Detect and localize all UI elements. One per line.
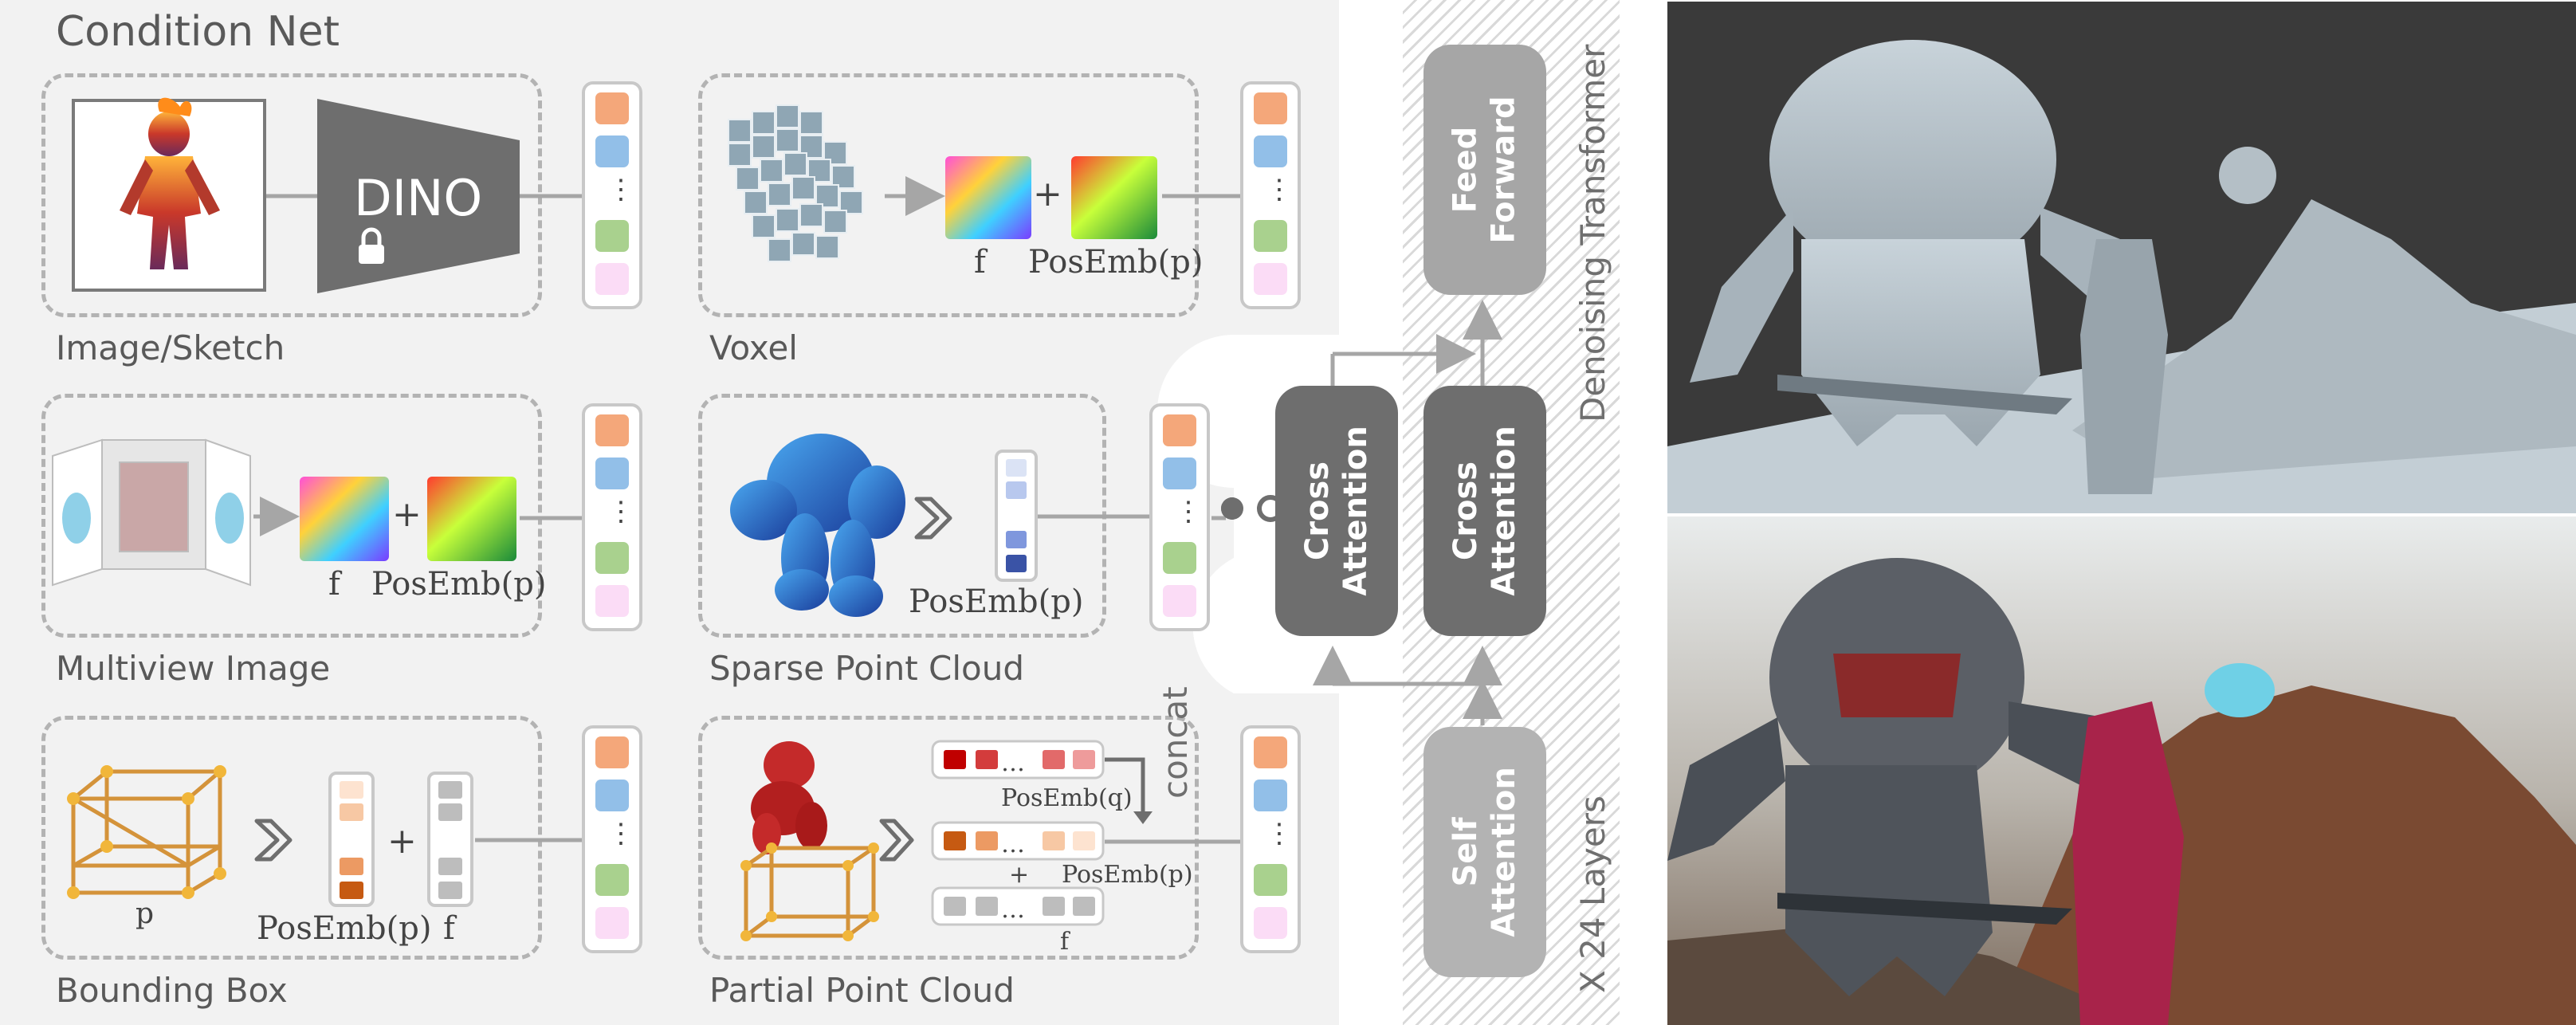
module-label-partial-point-cloud: Partial Point Cloud xyxy=(709,971,1015,1010)
partial-row1-ellipsis: … xyxy=(1001,749,1025,777)
sparse-posemb-label: PosEmb(p) xyxy=(909,583,1084,620)
partial-posemb-q-label: PosEmb(q) xyxy=(1001,784,1133,812)
bounding-box-wireframe xyxy=(71,769,222,895)
sparse-point-cloud-image xyxy=(730,434,905,617)
untextured-render-image xyxy=(1667,2,2576,513)
fire-character-image xyxy=(120,97,220,269)
module-label-sparse-point-cloud: Sparse Point Cloud xyxy=(709,649,1025,688)
module-label-bounding-box: Bounding Box xyxy=(56,971,288,1010)
dino-encoder-label: DINO xyxy=(354,169,483,227)
textured-render-image xyxy=(1667,516,2576,1025)
module-label-voxel: Voxel xyxy=(709,328,798,367)
voxel-shape-image xyxy=(728,104,863,262)
lock-icon xyxy=(359,227,384,264)
token-column-image-sketch: ⋮ xyxy=(582,81,642,309)
cross-attention-block-left: Cross Attention xyxy=(1275,386,1398,636)
chevron-right-icon xyxy=(879,819,914,862)
multiview-images xyxy=(52,438,251,587)
voxel-plus-sign: + xyxy=(1033,174,1062,214)
feed-forward-block: Feed Forward xyxy=(1423,45,1546,295)
token-column-partial-point-cloud: ⋮ xyxy=(1240,725,1301,953)
module-label-multiview: Multiview Image xyxy=(56,649,331,688)
bounding-box-plus-sign: + xyxy=(387,821,417,862)
partial-feature-label: f xyxy=(1060,928,1070,956)
multiview-plus-sign: + xyxy=(392,494,422,535)
voxel-feature-label: f xyxy=(974,244,986,281)
partial-posemb-p-label: PosEmb(p) xyxy=(1062,861,1193,889)
cross-attention-block-right: Cross Attention xyxy=(1423,386,1546,636)
partial-point-cloud-box xyxy=(698,716,1199,960)
bounding-box-feature-label: f xyxy=(443,910,455,947)
multiview-box xyxy=(41,394,542,638)
partial-plus-sign: + xyxy=(1009,861,1030,889)
partial-row2-ellipsis: … xyxy=(1001,831,1025,858)
bounding-box-posemb-label: PosEmb(p) xyxy=(257,910,432,947)
module-label-image-sketch: Image/Sketch xyxy=(56,328,285,367)
self-attention-block: Self Attention xyxy=(1423,727,1546,977)
partial-row3-ellipsis: … xyxy=(1001,896,1025,924)
token-column-multiview: ⋮ xyxy=(582,403,642,631)
bounding-box-box xyxy=(41,716,542,960)
chevron-right-icon xyxy=(254,819,293,862)
condition-net-title: Condition Net xyxy=(56,8,340,56)
token-column-voxel: ⋮ xyxy=(1240,81,1301,309)
voxel-posemb-label: PosEmb(p) xyxy=(1028,244,1204,281)
token-column-bounding-box: ⋮ xyxy=(582,725,642,953)
bounding-box-point-label: p xyxy=(135,897,155,930)
chevron-right-icon xyxy=(914,497,952,540)
multiview-posemb-label: PosEmb(p) xyxy=(371,566,547,603)
token-column-sparse-point-cloud: ⋮ xyxy=(1149,403,1210,631)
partial-point-cloud-image xyxy=(751,741,827,854)
multiview-feature-label: f xyxy=(328,566,340,603)
